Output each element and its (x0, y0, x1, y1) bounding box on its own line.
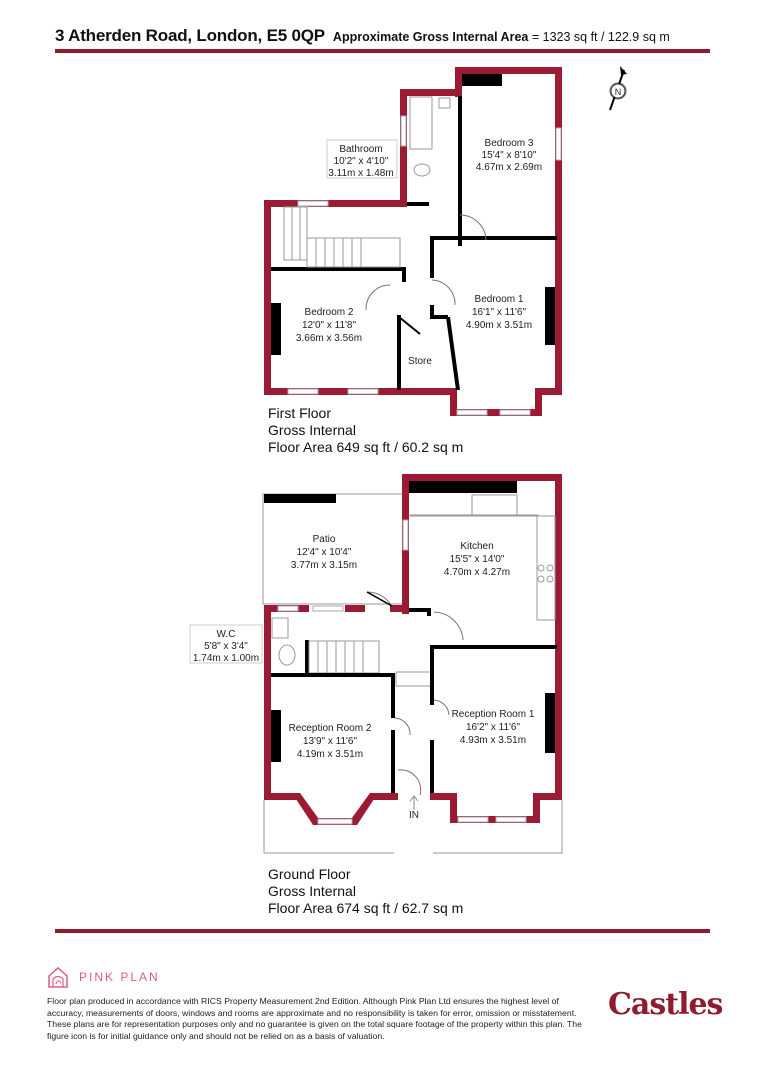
footer-divider (55, 929, 710, 933)
room-metric-bedroom2: 3.66m x 3.56m (296, 333, 362, 344)
room-name-store: Store (408, 356, 432, 367)
gross-area: Approximate Gross Internal Area = 1323 s… (333, 30, 670, 44)
svg-text:N: N (615, 87, 622, 97)
room-metric-wc: 1.74m x 1.00m (193, 653, 259, 664)
room-metric-reception1: 4.93m x 3.51m (460, 735, 526, 746)
room-dims-reception2: 13'9" x 11'6" (303, 736, 358, 747)
room-metric-bathroom: 3.11m x 1.48m (328, 168, 393, 179)
room-dims-bedroom1: 16'1" x 11'6" (472, 307, 527, 318)
room-name-bedroom2: Bedroom 2 (305, 307, 354, 318)
first-floor-area: Floor Area 649 sq ft / 60.2 sq m (268, 439, 464, 455)
ground-floor-subtitle: Gross Internal (268, 883, 356, 899)
gross-area-label: Approximate Gross Internal Area (332, 30, 529, 44)
room-name-patio: Patio (313, 534, 336, 545)
room-name-bedroom3: Bedroom 3 (485, 138, 534, 149)
room-dims-bedroom2: 12'0" x 11'8" (302, 320, 357, 331)
room-name-kitchen: Kitchen (460, 541, 493, 552)
room-metric-kitchen: 4.70m x 4.27m (444, 567, 510, 578)
ground-floor-area: Floor Area 674 sq ft / 62.7 sq m (268, 900, 464, 916)
header-divider (55, 49, 710, 53)
ground-floor-plan (189, 474, 563, 854)
first-floor-plan: N (264, 66, 627, 416)
first-floor-title: First Floor (268, 405, 331, 421)
room-name-bedroom1: Bedroom 1 (475, 294, 524, 305)
room-dims-bathroom: 10'2" x 4'10" (334, 156, 389, 167)
pink-plan-logo: PINK PLAN (47, 965, 160, 989)
room-dims-patio: 12'4" x 10'4" (297, 547, 352, 558)
ground-floor-caption: Ground Floor Gross Internal Floor Area 6… (268, 866, 463, 917)
first-floor-caption: First Floor Gross Internal Floor Area 64… (268, 405, 463, 456)
room-dims-bedroom3: 15'4" x 8'10" (482, 150, 537, 161)
pink-plan-text: PINK PLAN (79, 970, 160, 984)
room-metric-bedroom3: 4.67m x 2.69m (476, 162, 542, 173)
page-header: 3 Atherden Road, London, E5 0QP Approxim… (55, 26, 710, 48)
room-metric-patio: 3.77m x 3.15m (291, 560, 357, 571)
room-name-reception1: Reception Room 1 (452, 709, 535, 720)
north-arrow-icon: N (609, 66, 627, 111)
entrance-label: IN (409, 810, 419, 821)
entrance-arrow-icon (409, 795, 419, 810)
room-metric-bedroom1: 4.90m x 3.51m (466, 320, 532, 331)
room-dims-reception1: 16'2" x 11'6" (466, 722, 521, 733)
room-dims-wc: 5'8" x 3'4" (204, 641, 248, 652)
first-floor-subtitle: Gross Internal (268, 422, 356, 438)
disclaimer-text: Floor plan produced in accordance with R… (47, 996, 582, 1041)
ground-floor-title: Ground Floor (268, 866, 351, 882)
property-address: 3 Atherden Road, London, E5 0QP (55, 26, 325, 45)
room-metric-reception2: 4.19m x 3.51m (297, 749, 363, 760)
pink-plan-house-icon (48, 966, 68, 988)
castles-logo: Castles (608, 987, 723, 1022)
room-name-wc: W.C (217, 629, 236, 640)
gross-area-value: = 1323 sq ft / 122.9 sq m (531, 30, 670, 44)
room-dims-kitchen: 15'5" x 14'0" (450, 554, 505, 565)
room-name-bathroom: Bathroom (339, 144, 382, 155)
room-name-reception2: Reception Room 2 (289, 723, 372, 734)
